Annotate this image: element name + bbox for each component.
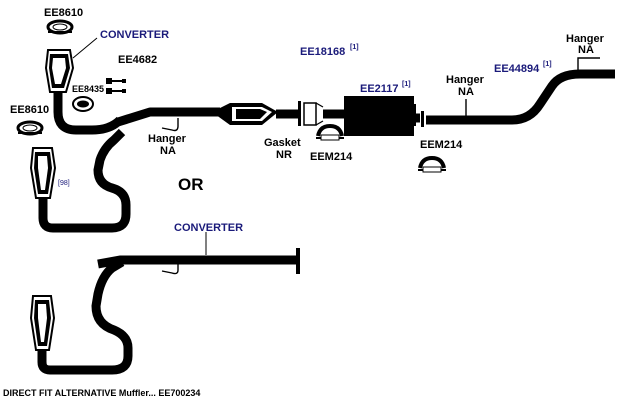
label-ee18168-note: [1] [350, 44, 359, 51]
clamp-eem214-right [418, 155, 446, 173]
label-ee2117: EE2117 [360, 83, 399, 95]
y-pipe-left-branch [38, 128, 131, 233]
catalytic-converter-lower [29, 295, 56, 351]
label-ee4682: EE4682 [118, 54, 157, 66]
clamp-eem214-left [316, 123, 344, 141]
label-ee2117-note: [1] [402, 81, 411, 88]
leader-converter-top [72, 37, 98, 59]
label-gasket-nr: NR [276, 149, 292, 161]
hanger-top [577, 57, 600, 70]
label-ee18168: EE18168 [300, 46, 345, 58]
label-eem214-right: EEM214 [420, 139, 463, 151]
label-hanger-mid-na: NA [160, 145, 176, 157]
label-ee44894-note: [1] [543, 61, 552, 68]
label-hanger-top: Hanger [566, 33, 605, 45]
lower-y-pipe [37, 258, 133, 375]
label-converter-bottom: CONVERTER [174, 222, 243, 234]
tailpipe-flange [421, 111, 424, 127]
label-hanger-mid: Hanger [148, 133, 187, 145]
gasket [298, 101, 324, 126]
label-ee44894: EE44894 [494, 63, 540, 75]
catalytic-converter-upper [44, 49, 75, 93]
label-or: OR [178, 175, 204, 194]
clamp-ee8610-top [46, 19, 74, 35]
label-ee8610-top: EE8610 [44, 7, 83, 19]
label-eem214-left: EEM214 [310, 151, 353, 163]
hanger-mid [161, 118, 179, 132]
label-ee8435: EE8435 [72, 84, 104, 94]
label-hanger-top-na: NA [578, 44, 594, 56]
lower-outlet-flange [296, 248, 300, 274]
label-hanger-right-na: NA [458, 86, 474, 98]
lower-intermediate-pipe [97, 255, 300, 269]
front-pipe-upper [53, 92, 124, 135]
tailpipe [426, 69, 615, 125]
catalytic-converter-left [29, 147, 57, 199]
catalytic-converter-middle [212, 103, 278, 125]
clamp-ee8610-left [16, 120, 44, 136]
label-hanger-right: Hanger [446, 74, 485, 86]
hanger-lower [161, 264, 179, 275]
intermediate-pipe [116, 107, 220, 127]
label-gasket: Gasket [264, 137, 301, 149]
label-converter-top: CONVERTER [100, 29, 169, 41]
bolts-ee4682 [106, 78, 126, 94]
muffler-ee2117 [344, 96, 416, 136]
label-ee8610-left: EE8610 [10, 104, 49, 116]
flange-ee8435 [72, 96, 94, 112]
footer-caption: DIRECT FIT ALTERNATIVE Muffler... EE7002… [3, 388, 200, 398]
label-year-note: [98] [58, 180, 70, 187]
